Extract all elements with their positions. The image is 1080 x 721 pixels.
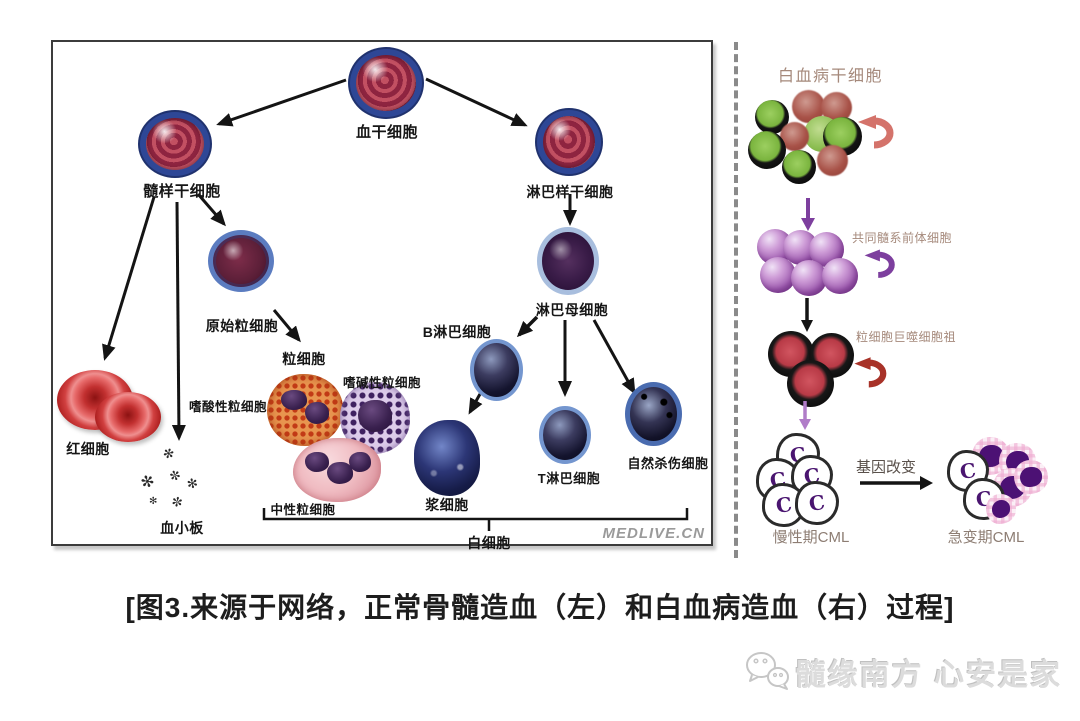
lymphoid-stem-cell-label: 淋巴样干细胞 <box>526 184 614 200</box>
blast-phase-cml-label: 急变期CML <box>947 529 1025 546</box>
arrow-myeloid-to-rbc <box>102 196 156 361</box>
cml-cell-pink <box>1014 460 1048 494</box>
neutrophil-label: 中性粒细胞 <box>270 503 336 517</box>
medlive-watermark: MEDLIVE.CN <box>602 525 705 542</box>
arrow-hsc-to-myeloid <box>216 78 347 127</box>
cml-cell-pink <box>986 494 1016 524</box>
myeloblast-label: 原始粒细胞 <box>205 318 279 334</box>
eosinophil-nucleus <box>281 390 307 410</box>
footer-watermark-text: 髓缘南方 心安是家 <box>795 659 1062 692</box>
white-blood-cell-group-label: 白细胞 <box>467 535 511 551</box>
platelets-graphic: ✻ ✻ ✼ ✻ ✼ ✻ <box>138 444 211 516</box>
self-renewal-cycle-darkred-icon <box>854 357 887 388</box>
eosinophil-label: 嗜酸性粒细胞 <box>188 400 268 414</box>
chronic-phase-cml-label: 慢性期CML <box>772 529 850 546</box>
platelet-speck: ✻ <box>185 475 200 492</box>
arrow-lymphoblast-to-nk <box>592 319 636 395</box>
eosinophil-nucleus <box>305 402 329 424</box>
leukemia-stem-cell-label: 白血病干细胞 <box>778 68 884 85</box>
neutrophil-nucleus <box>349 452 371 472</box>
arrow-bcell-to-plasma <box>468 393 483 415</box>
myeloblast-graphic <box>208 230 274 292</box>
basophil-graphic <box>340 382 410 454</box>
precursor-cell <box>760 257 796 293</box>
arrow-cmp-to-gmp-head <box>801 320 813 332</box>
t-lymphocyte-graphic <box>539 406 591 464</box>
lymphoid-stem-cell-graphic <box>537 110 601 174</box>
cml-nucleus: C <box>807 490 827 516</box>
granulocyte-label: 粒细胞 <box>282 351 326 367</box>
cml-nucleus: C <box>774 492 794 518</box>
t-lymphocyte-label: T淋巴细胞 <box>537 471 601 486</box>
neutrophil-graphic <box>293 438 381 502</box>
neutrophil-nucleus <box>305 452 329 472</box>
myeloid-stem-cell-label: 髓样干细胞 <box>143 183 221 200</box>
panel-divider <box>734 42 738 558</box>
b-lymphocyte-label: B淋巴细胞 <box>422 324 492 340</box>
blood-stem-cell-label: 血干细胞 <box>355 124 419 141</box>
lymphoblast-label: 淋巴母细胞 <box>535 302 609 318</box>
nk-cell-label: 自然杀伤细胞 <box>627 456 709 471</box>
precursor-cell <box>791 260 827 296</box>
cml-cell-white: C <box>795 481 839 525</box>
precursor-cell <box>822 258 858 294</box>
leukemia-cell-green-ring <box>748 131 786 169</box>
leukemia-cell-green-ring <box>782 150 816 184</box>
leukemia-cell-red <box>817 145 848 176</box>
normal-hematopoiesis-panel: ✻ ✻ ✼ ✻ ✼ ✻ 血干细胞 髓样干细胞 淋巴样干细胞 原始粒细胞 淋巴母细… <box>51 40 713 551</box>
platelet-label: 血小板 <box>160 520 204 536</box>
basophil-label: 嗜碱性粒细胞 <box>342 376 422 390</box>
basophil-nucleus <box>358 400 392 432</box>
platelet-speck: ✻ <box>161 444 176 463</box>
platelet-speck: ✻ <box>149 496 158 507</box>
plasma-cell-graphic <box>414 420 480 496</box>
platelet-speck: ✼ <box>168 494 186 510</box>
gene-change-label: 基因改变 <box>855 459 917 476</box>
platelet-speck: ✼ <box>165 466 184 485</box>
common-myeloid-precursor-label: 共同髓系前体细胞 <box>852 231 953 245</box>
cml-nucleus <box>991 500 1011 518</box>
myeloid-stem-cell-graphic <box>140 112 210 176</box>
neutrophil-nucleus <box>327 462 353 484</box>
arrow-lymphoblast-to-bcell <box>516 315 539 338</box>
arrow-gene-change-head <box>920 476 933 490</box>
lymphoblast-graphic <box>537 227 599 295</box>
gmp-cell <box>787 360 834 407</box>
eosinophil-graphic <box>267 374 343 446</box>
arrow-gmp-to-cml-head <box>799 419 811 430</box>
plasma-cell-label: 浆细胞 <box>425 497 469 513</box>
self-renewal-cycle-red-icon <box>858 115 894 149</box>
footer-watermark: 髓缘南方 心安是家 <box>744 650 1062 694</box>
arrow-hsc-to-lymphoid <box>425 77 528 127</box>
arrow-lsc-to-cmp-head <box>801 218 815 231</box>
wechat-icon <box>745 652 789 690</box>
nk-cell-graphic <box>625 382 682 446</box>
red-blood-cell-label: 红细胞 <box>66 441 110 457</box>
self-renewal-cycle-purple-icon <box>864 249 895 278</box>
cml-nucleus <box>1020 467 1042 487</box>
figure-caption: [图3.来源于网络，正常骨髓造血（左）和白血病造血（右）过程] <box>125 592 955 623</box>
b-lymphocyte-graphic <box>470 339 523 401</box>
platelet-speck: ✻ <box>138 472 158 493</box>
arrow-myeloid-to-platelet <box>171 201 186 441</box>
blood-stem-cell-graphic <box>350 49 422 117</box>
red-blood-cell-graphic <box>95 392 161 442</box>
gmp-label: 粒细胞巨噬细胞祖 <box>856 330 957 344</box>
